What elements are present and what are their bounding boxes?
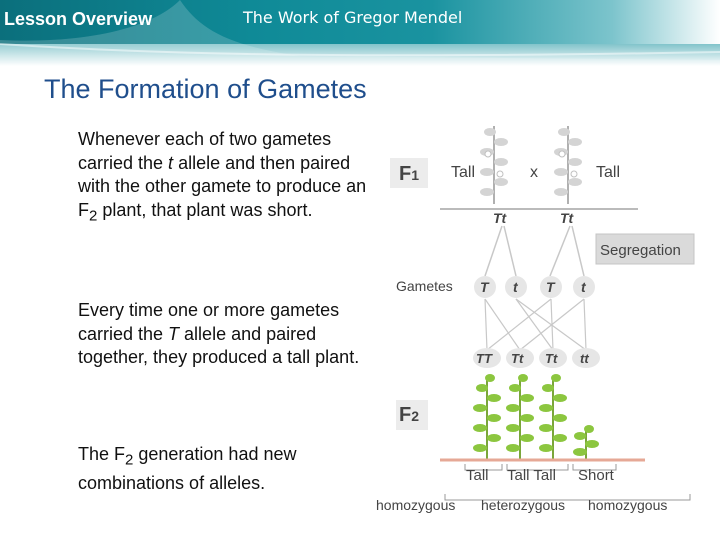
f2-box <box>396 400 428 430</box>
cross-symbol: x <box>530 164 538 181</box>
gamete-2: t <box>513 279 519 295</box>
slide-header: Lesson Overview The Work of Gregor Mende… <box>0 0 720 66</box>
offspring-3: Tt <box>545 351 558 366</box>
zygosity-homozygous-1: homozygous <box>376 497 455 513</box>
offspring-circles <box>473 348 600 368</box>
offspring-4: tt <box>580 351 589 366</box>
segregation-lines <box>484 225 585 277</box>
f1-box <box>390 158 428 188</box>
parent-genotype-left: Tt <box>493 210 508 226</box>
phenotype-tall-1: Tall <box>466 467 489 484</box>
parent-genotype-right: Tt <box>560 210 575 226</box>
chapter-title: The Work of Gregor Mendel <box>243 8 463 27</box>
segregation-label: Segregation <box>600 242 681 259</box>
gametes-label: Gametes <box>396 278 453 294</box>
gamete-circles <box>474 276 595 298</box>
phenotype-short: Short <box>578 467 615 484</box>
gamete-4: t <box>581 279 587 295</box>
gamete-3: T <box>546 279 556 295</box>
f1-label: F1 <box>399 163 419 185</box>
offspring-1: TT <box>476 351 493 366</box>
parent-plant-left <box>479 125 509 205</box>
fertilization-lines <box>484 298 587 351</box>
f2-plant-tt-tall <box>472 373 502 461</box>
segregation-box <box>595 233 695 265</box>
punnett-diagram: F1 Tall x Tall Tt Tt Segregation Gametes… <box>376 125 695 513</box>
slide-title: The Formation of Gametes <box>44 74 367 104</box>
paragraph-short-plant: Whenever each of two gametes carried the… <box>78 129 367 225</box>
paragraph-new-combinations: The F2 generation had new combinations o… <box>78 444 297 494</box>
f2-plant-tt-2 <box>505 373 535 461</box>
phenotype-tall-2: Tall Tall <box>507 467 556 484</box>
f2-plant-tt-3 <box>538 373 568 461</box>
paragraph-tall-plant: Every time one or more gametes carried t… <box>78 300 360 367</box>
gamete-1: T <box>480 279 490 295</box>
section-label: Lesson Overview <box>4 9 153 29</box>
f2-label: F2 <box>399 404 419 426</box>
offspring-2: Tt <box>511 351 524 366</box>
zygosity-homozygous-2: homozygous <box>588 497 667 513</box>
header-swoosh <box>0 0 720 66</box>
phenotype-brackets <box>444 464 691 501</box>
header-band <box>0 0 720 44</box>
tall-right-label: Tall <box>596 164 620 181</box>
tall-left-label: Tall <box>451 164 475 181</box>
parent-plant-right <box>553 125 583 205</box>
f2-plant-short <box>573 425 599 460</box>
zygosity-heterozygous: heterozygous <box>481 497 565 513</box>
